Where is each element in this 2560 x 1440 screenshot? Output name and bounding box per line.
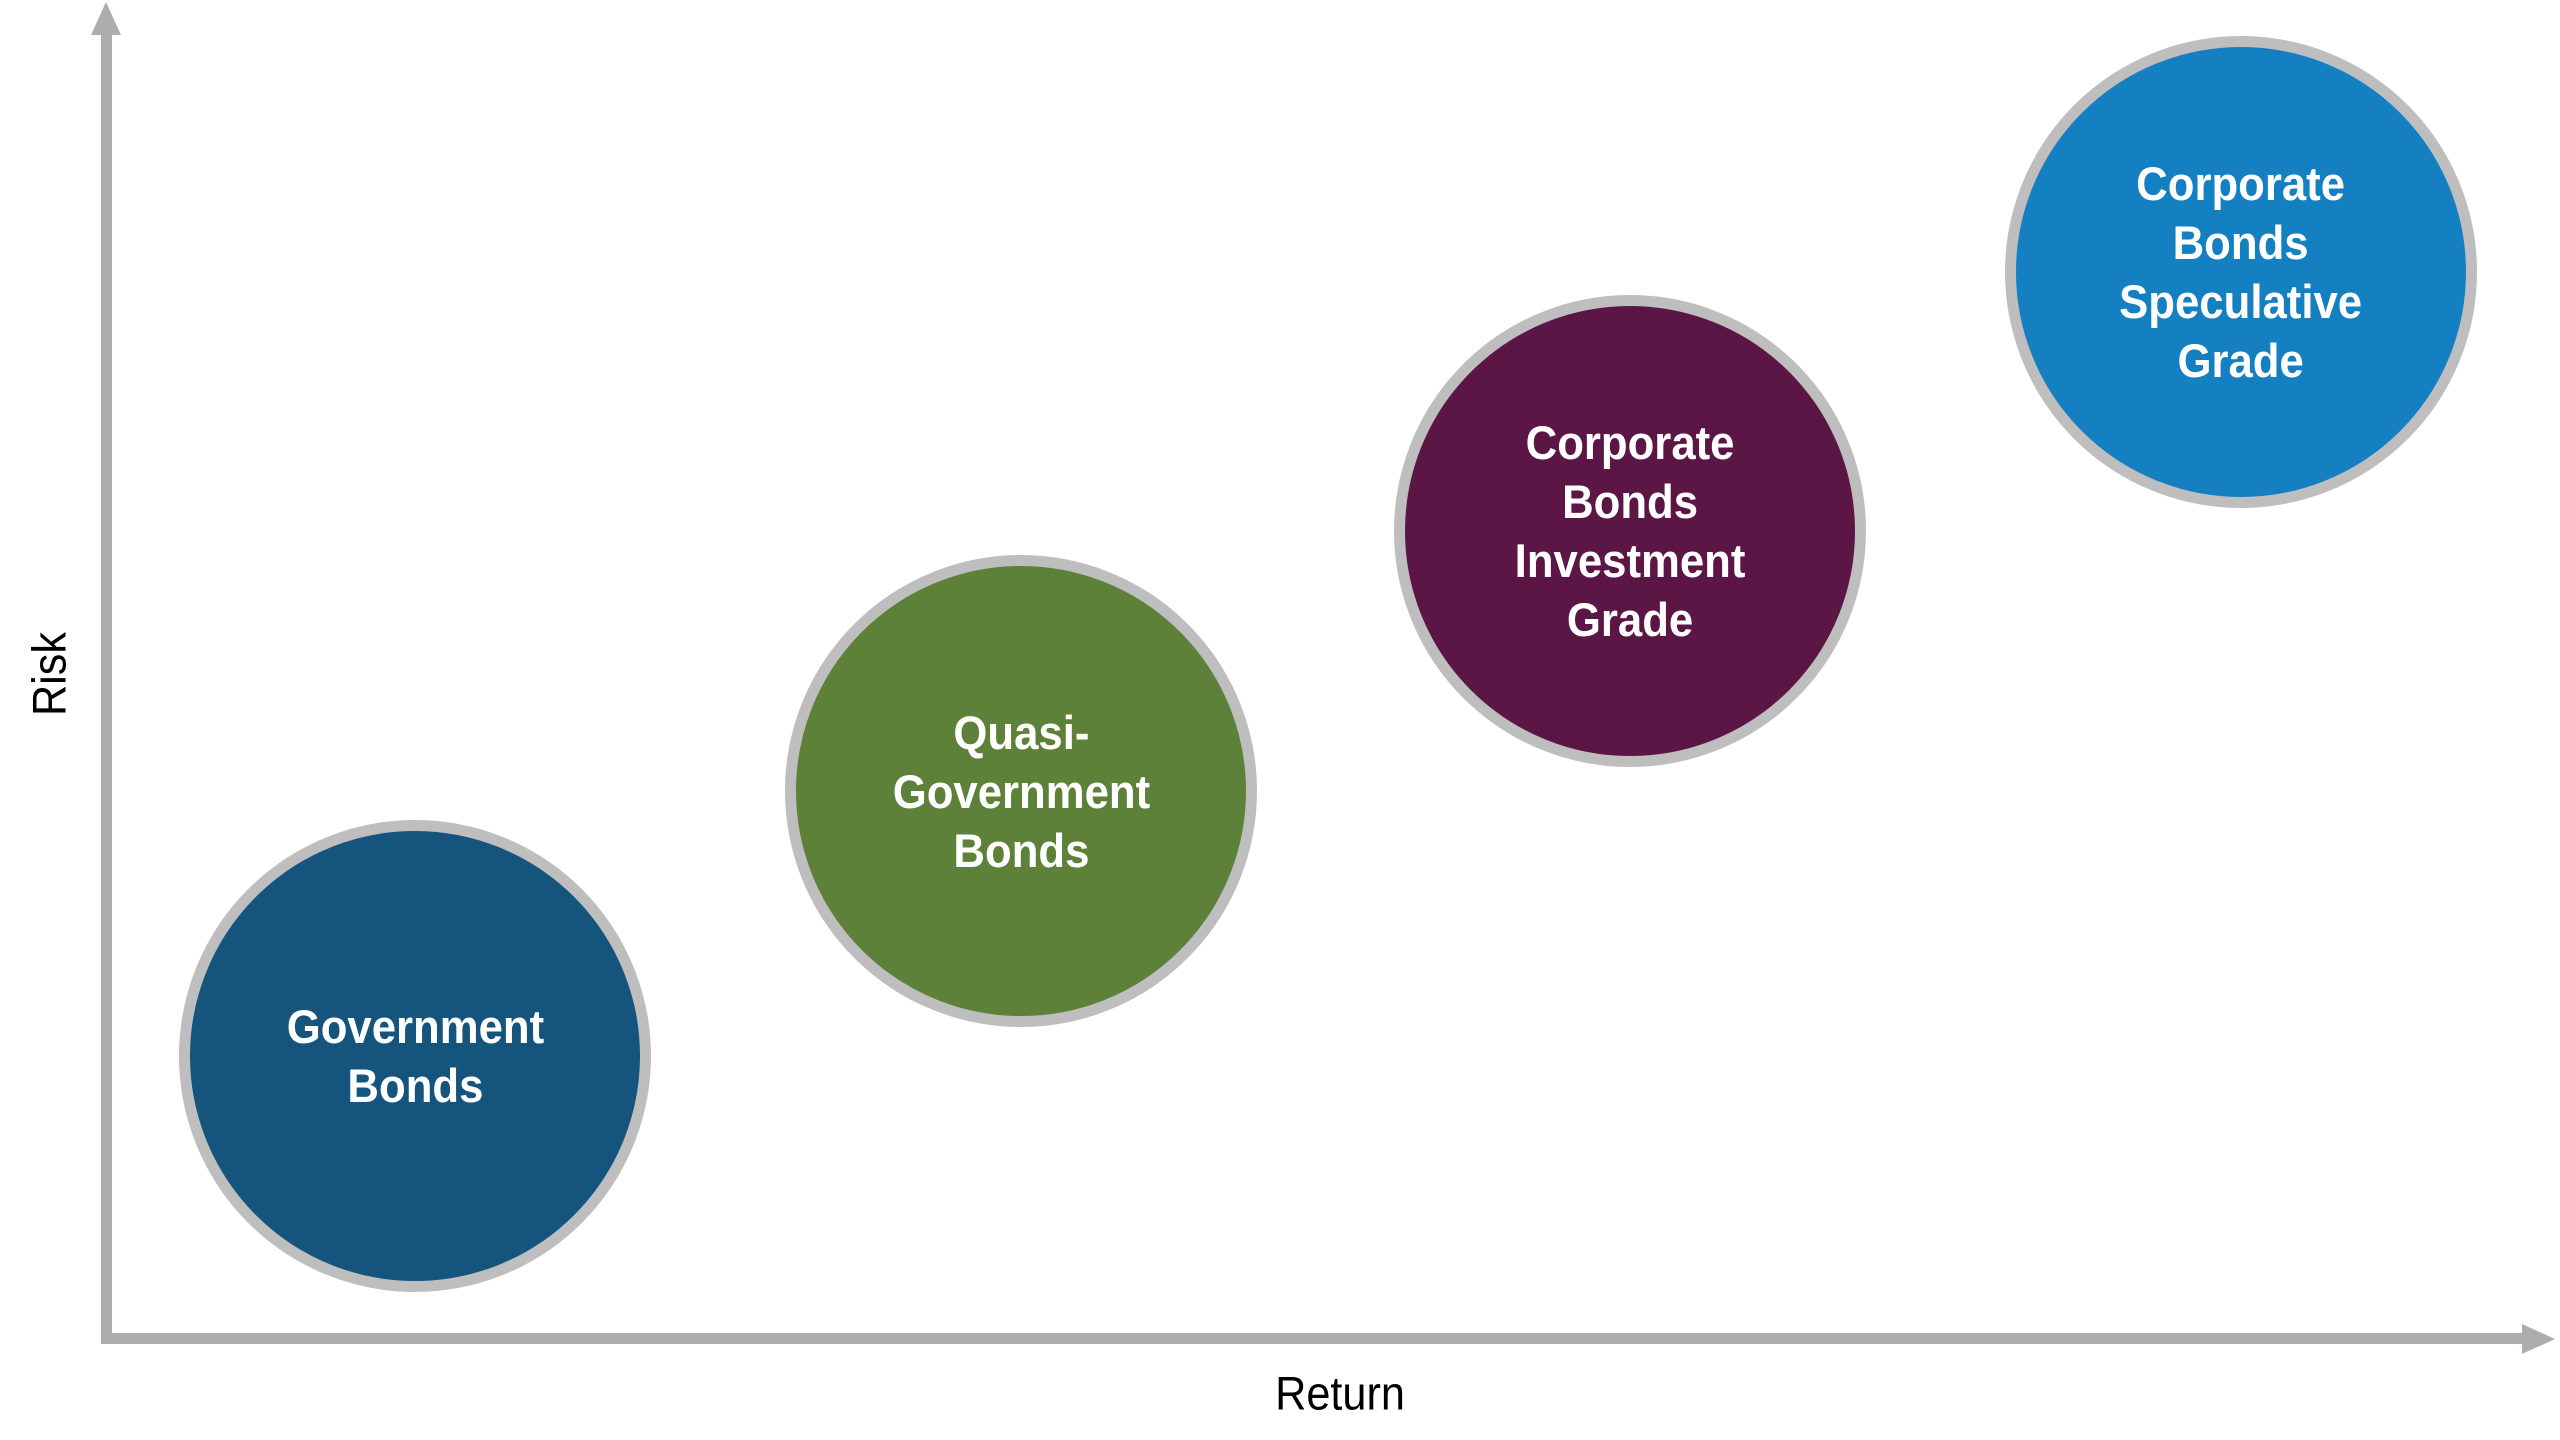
bubble-label-line: Bonds <box>2172 216 2309 269</box>
y-axis-arrowhead-icon <box>91 2 121 35</box>
bubble-label-line: Grade <box>2177 334 2305 387</box>
bubble-label-line: Quasi- <box>952 705 1090 759</box>
bubble-label-line: Corporate <box>2136 157 2346 210</box>
bubble-label-line: Speculative <box>2119 275 2363 328</box>
x-axis-arrowhead-icon <box>2522 1323 2555 1354</box>
x-axis-label: Return <box>1275 1366 1405 1420</box>
bubble-label-line: Investment <box>1514 534 1746 587</box>
bubble-label-line: Bonds <box>953 823 1089 877</box>
y-axis-label: Risk <box>22 631 76 717</box>
bubble-label-line: Government <box>286 1000 544 1053</box>
bubble-label-line: Corporate <box>1525 416 1735 469</box>
bubble-label-line: Bonds <box>1561 475 1698 528</box>
bubble-label-line: Bonds <box>347 1059 483 1112</box>
bubble-label-line: Grade <box>1566 593 1694 646</box>
x-axis-line <box>101 1333 2523 1344</box>
bubble-label-line: Government <box>892 764 1150 818</box>
y-axis-line <box>101 32 112 1344</box>
